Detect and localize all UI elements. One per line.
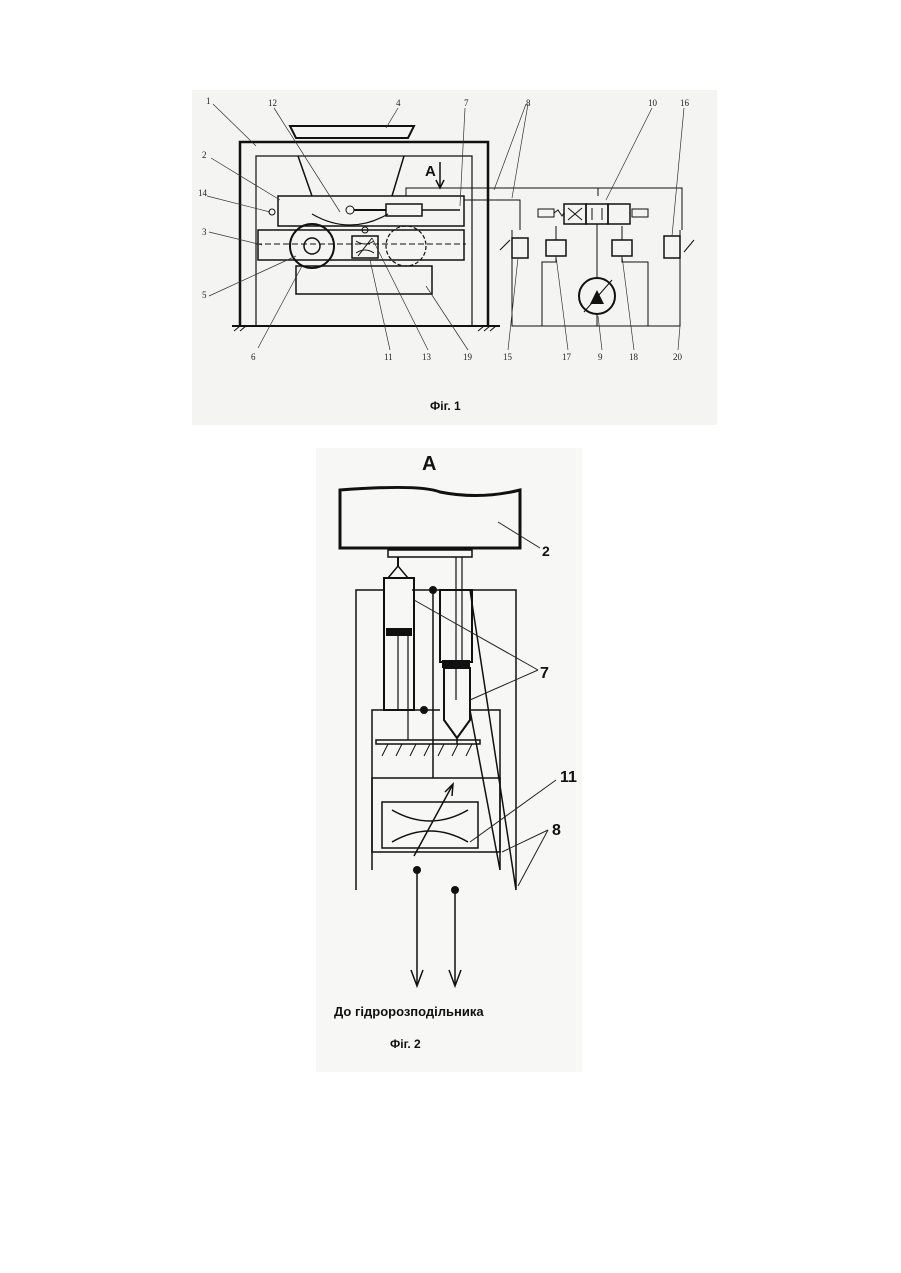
label-11: 11 xyxy=(560,769,577,786)
label-8: 8 xyxy=(552,822,561,839)
label-4: 4 xyxy=(396,98,401,108)
label-3: 3 xyxy=(202,227,207,237)
label-7: 7 xyxy=(540,665,549,682)
label-9: 9 xyxy=(598,352,603,362)
label-14: 14 xyxy=(198,188,208,198)
label-5: 5 xyxy=(202,290,207,300)
label-16: 16 xyxy=(680,98,690,108)
fig1-caption: Фіг. 1 xyxy=(430,399,461,413)
label-15: 15 xyxy=(503,352,513,362)
label-2: 2 xyxy=(542,543,550,559)
label-18: 18 xyxy=(629,352,639,362)
label-11: 11 xyxy=(384,352,393,362)
label-10: 10 xyxy=(648,98,658,108)
label-1: 1 xyxy=(206,96,211,106)
fig2-bottom-label: До гідророзподільника xyxy=(334,1004,484,1019)
fig2-title: A xyxy=(422,453,436,475)
label-6: 6 xyxy=(251,352,256,362)
fig2-caption: Фіг. 2 xyxy=(390,1037,421,1051)
label-2: 2 xyxy=(202,150,207,160)
label-7: 7 xyxy=(464,98,469,108)
label-20: 20 xyxy=(673,352,683,362)
label-17: 17 xyxy=(562,352,572,362)
label-8: 8 xyxy=(526,98,531,108)
label-13: 13 xyxy=(422,352,432,362)
fig1-scan-background xyxy=(192,90,717,425)
label-12: 12 xyxy=(268,98,277,108)
fig1-drawing: A xyxy=(192,90,717,425)
fig2-drawing: A xyxy=(316,448,582,1072)
junction-dot xyxy=(420,706,428,714)
label-19: 19 xyxy=(463,352,473,362)
view-a-label: A xyxy=(425,163,436,180)
